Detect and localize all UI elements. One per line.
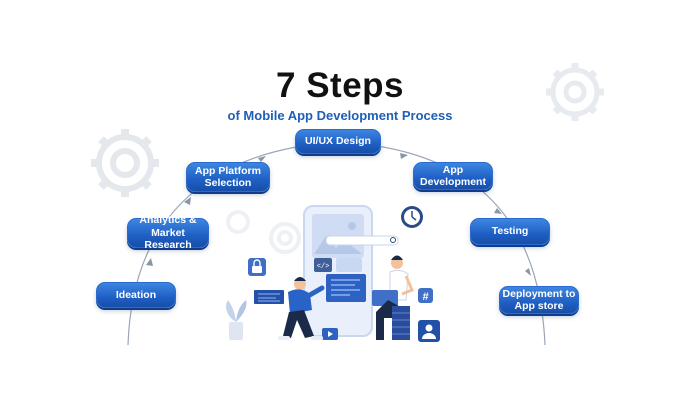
clock-icon xyxy=(401,206,423,228)
user-profile-icon xyxy=(418,320,440,342)
gear-icon xyxy=(546,63,604,121)
arc-arrow-icons xyxy=(146,153,531,276)
step-ui-ux-design[interactable]: UI/UX Design xyxy=(295,129,381,154)
gear-icon xyxy=(91,129,159,197)
chart-widget-icon xyxy=(254,290,284,304)
plant-illustration xyxy=(226,300,247,340)
step-analytics-market-research[interactable]: Analytics & Market Research xyxy=(127,214,209,251)
step-ideation[interactable]: Ideation xyxy=(96,282,176,308)
step-app-development[interactable]: App Development xyxy=(413,162,493,190)
step-label: Ideation xyxy=(115,288,157,301)
step-label: App Development xyxy=(420,163,486,189)
step-label: UI/UX Design xyxy=(305,135,371,148)
page-title: 7 Steps xyxy=(276,66,404,105)
step-label: Testing xyxy=(491,225,529,238)
step-deployment-to-app-store[interactable]: Deployment to App store xyxy=(499,286,579,314)
page-subtitle: of Mobile App Development Process xyxy=(227,108,453,123)
designer-person-illustration xyxy=(372,255,414,340)
step-label: App Platform Selection xyxy=(195,164,261,190)
step-label: Analytics & Market Research xyxy=(139,214,197,252)
step-label: Deployment to App store xyxy=(502,287,576,313)
lock-icon xyxy=(248,258,266,276)
developer-person-illustration xyxy=(278,277,325,340)
hash-icon: # xyxy=(418,288,433,303)
step-testing[interactable]: Testing xyxy=(470,218,550,245)
gear-icon xyxy=(226,210,301,254)
step-app-platform-selection[interactable]: App Platform Selection xyxy=(186,162,270,192)
svg-text:#: # xyxy=(422,291,428,303)
code-icon: </> xyxy=(317,263,330,271)
smartphone-illustration: </> xyxy=(303,205,399,340)
